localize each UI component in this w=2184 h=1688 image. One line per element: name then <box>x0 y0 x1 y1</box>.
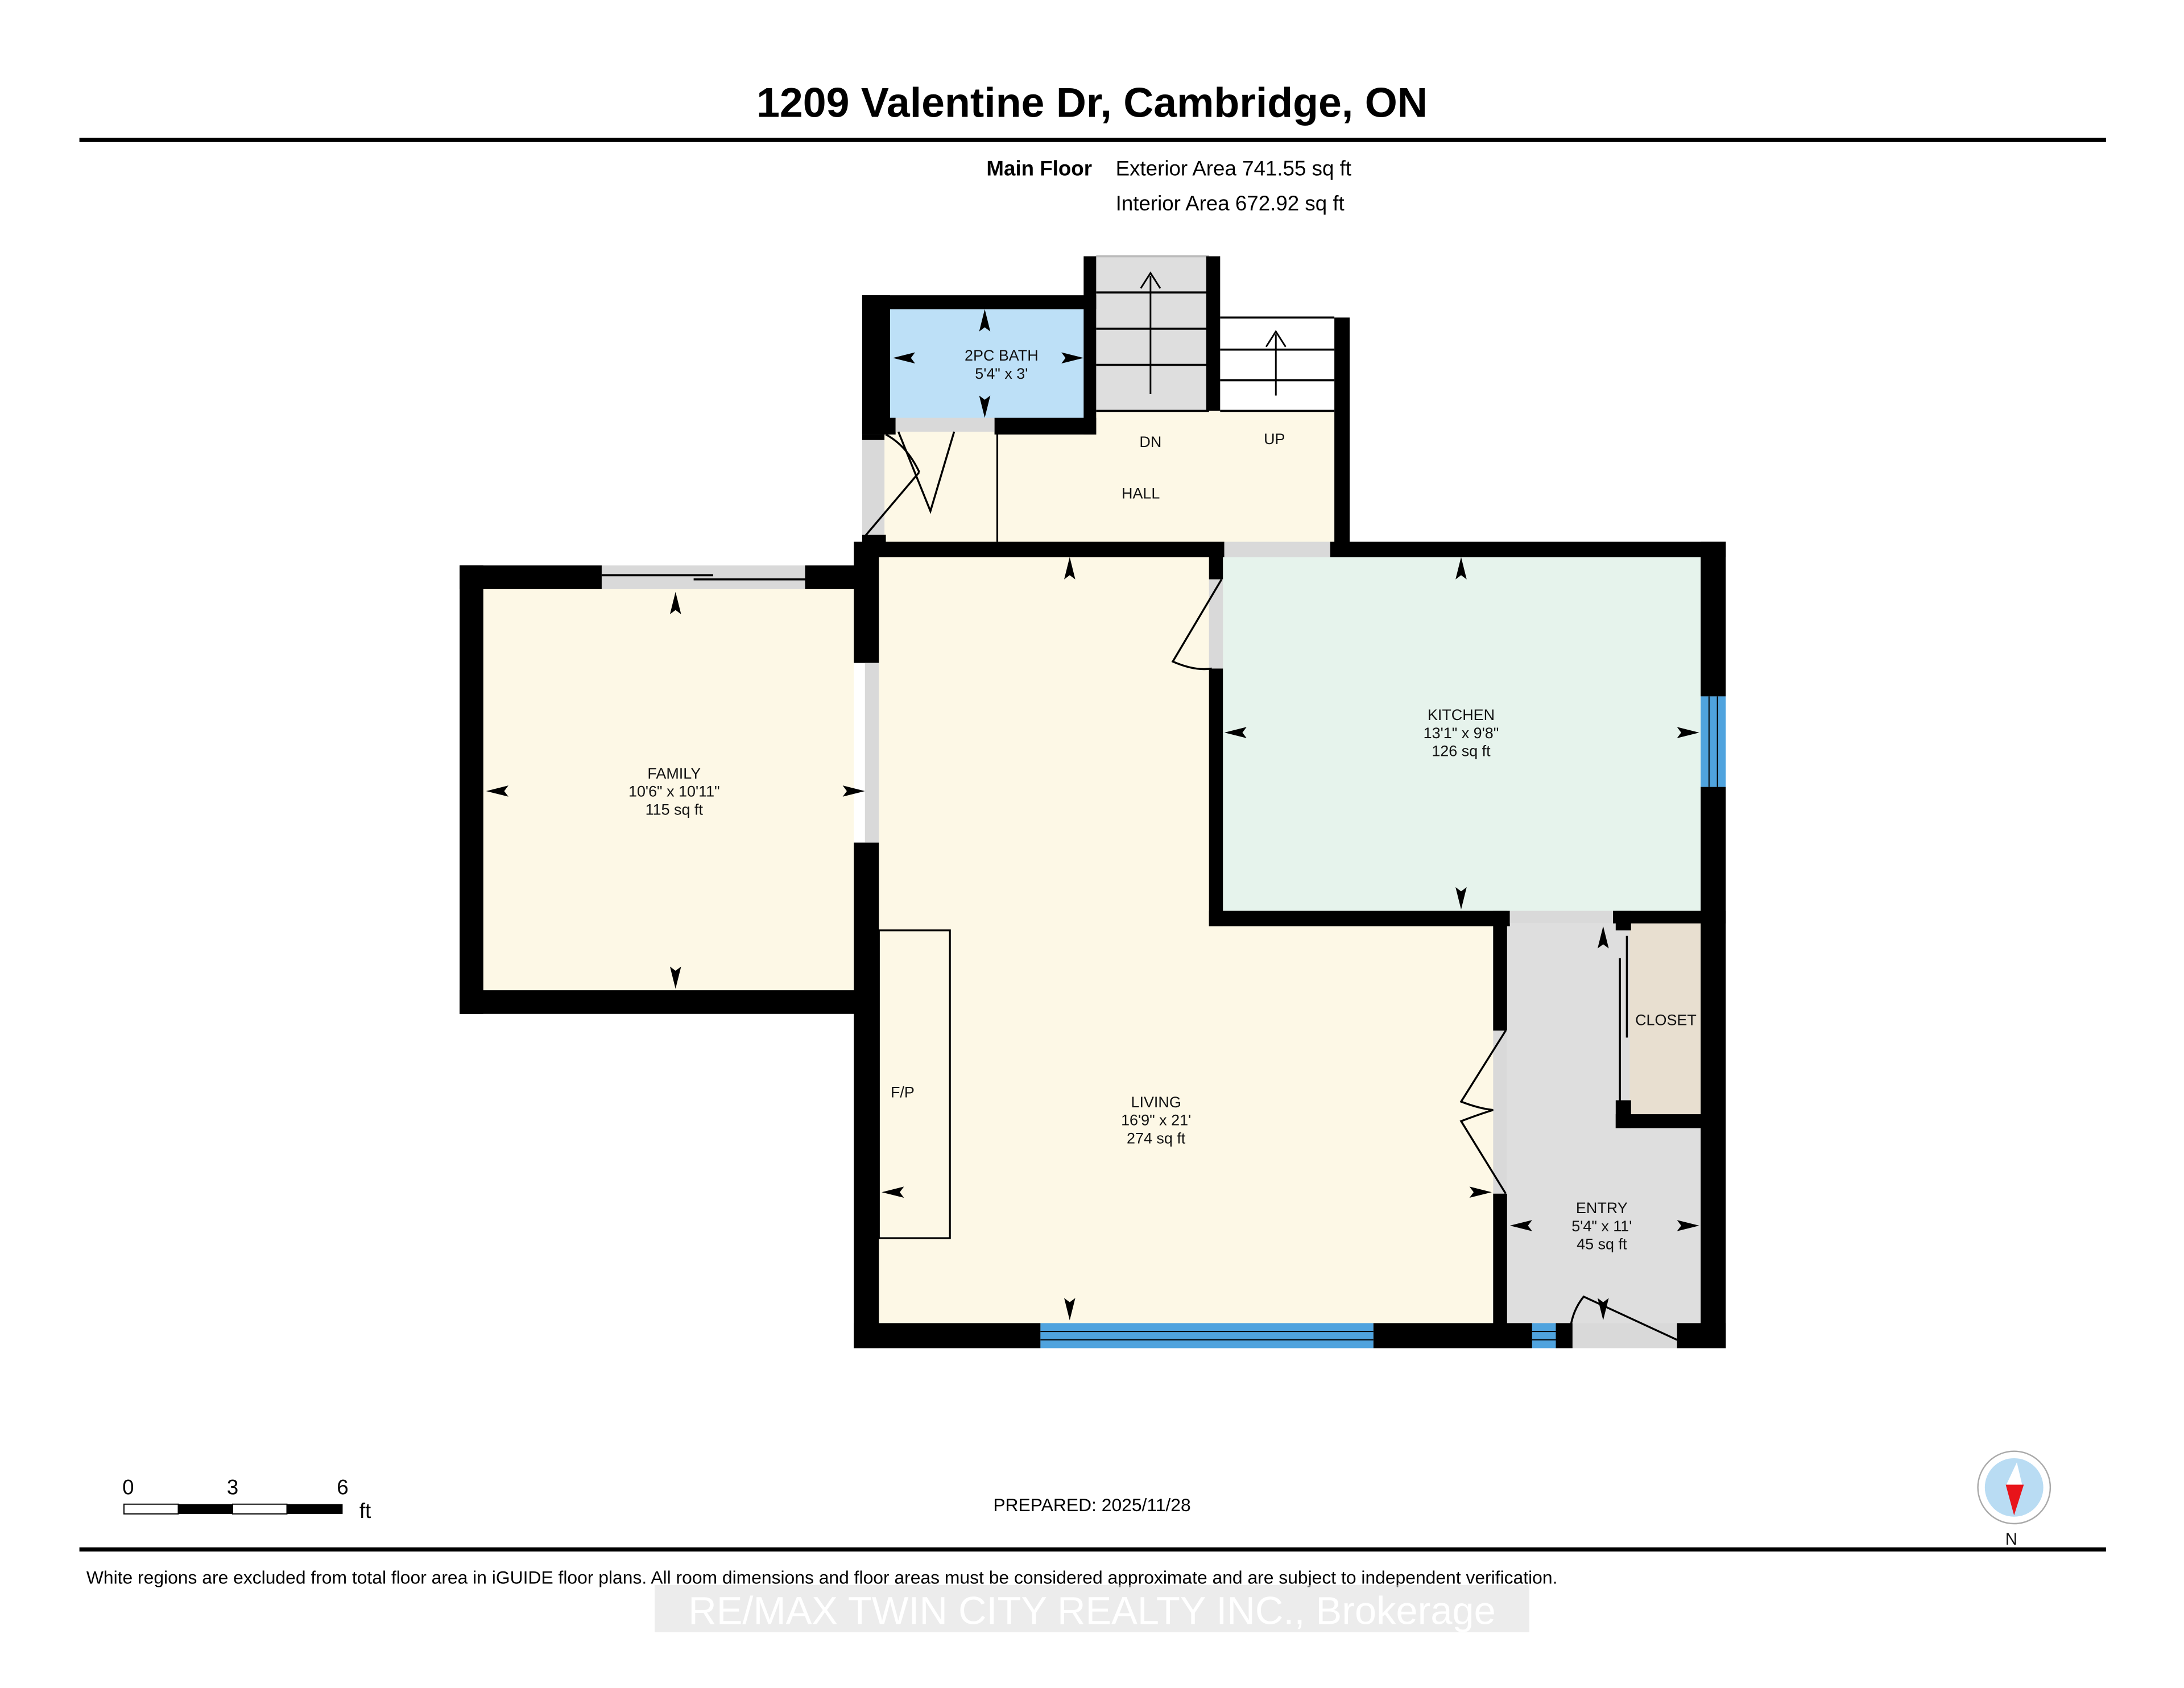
kitchen-top-doorway <box>1224 541 1330 557</box>
closet-name[interactable]: CLOSET <box>1635 1011 1697 1028</box>
interior-area: Interior Area 672.92 sq ft <box>1116 192 1345 215</box>
room-family[interactable]: FAMILY 10'6" x 10'11" 115 sq ft <box>628 765 720 818</box>
kitchen-window <box>1701 696 1726 787</box>
entry-area: 45 sq ft <box>1577 1236 1627 1253</box>
room-kitchen[interactable]: KITCHEN 13'1" x 9'8" 126 sq ft <box>1424 706 1499 760</box>
closet-floor <box>1629 922 1701 1115</box>
room-bath[interactable]: 2PC BATH 5'4" x 3' <box>965 347 1039 382</box>
compass-north-label: N <box>2005 1530 2017 1549</box>
disclaimer: White regions are excluded from total fl… <box>86 1567 1558 1587</box>
family-sliding-door[interactable] <box>601 565 805 589</box>
watermark-text: RE/MAX TWIN CITY REALTY INC., Brokerage <box>688 1588 1496 1632</box>
bath-name: 2PC BATH <box>965 347 1039 364</box>
family-living-opening <box>864 663 879 843</box>
dimension-arrows <box>486 309 1699 1321</box>
fireplace <box>878 929 951 1239</box>
stairs-up-label: UP <box>1264 431 1285 448</box>
fireplace-label: F/P <box>891 1084 915 1101</box>
bath-doorway <box>895 417 995 432</box>
stairs-down[interactable] <box>1096 255 1209 412</box>
stair-down-floor <box>1096 256 1209 411</box>
scale-tick-0: 0 <box>122 1476 134 1499</box>
footer-divider <box>79 1547 2106 1552</box>
kitchen-door-jamb <box>1209 579 1223 669</box>
living-name: LIVING <box>1131 1094 1181 1111</box>
hall-name[interactable]: HALL <box>1122 485 1160 502</box>
door-openings <box>862 417 1677 1348</box>
living-window <box>1040 1323 1374 1348</box>
exterior-area: Exterior Area 741.55 sq ft <box>1116 157 1351 180</box>
front-door-swing <box>1569 1295 1678 1341</box>
family-name: FAMILY <box>647 765 701 782</box>
door-swings[interactable] <box>864 431 1678 1341</box>
floor-plan: 2PC BATH 5'4" x 3' DN UP HALL FAMILY 10'… <box>460 255 1726 1348</box>
family-area: 115 sq ft <box>646 801 704 818</box>
entry-name: ENTRY <box>1576 1199 1628 1217</box>
scale-bar: 0 3 6 ft <box>122 1476 371 1523</box>
floor-label: Main Floor <box>986 157 1092 180</box>
kitchen-door-swing <box>1171 578 1223 671</box>
front-door-opening <box>1572 1323 1677 1348</box>
family-floor <box>483 589 854 992</box>
bath-dims: 5'4" x 3' <box>975 365 1028 382</box>
stair-up-floor <box>1220 317 1336 411</box>
kitchen-floor <box>1223 556 1701 912</box>
bath-door-swing <box>897 431 956 514</box>
living-dims: 16'9" x 21' <box>1121 1112 1191 1129</box>
living-entry-doorway <box>1493 1031 1507 1194</box>
page-title: 1209 Valentine Dr, Cambridge, ON <box>756 79 1428 126</box>
scale-tick-3: 3 <box>227 1476 238 1499</box>
entry-top-doorway <box>1509 911 1613 924</box>
family-dims: 10'6" x 10'11" <box>628 783 720 800</box>
kitchen-dims: 13'1" x 9'8" <box>1424 725 1499 742</box>
kitchen-name: KITCHEN <box>1428 706 1495 723</box>
room-entry[interactable]: ENTRY 5'4" x 11' 45 sq ft <box>1571 1199 1632 1253</box>
room-living[interactable]: LIVING 16'9" x 21' 274 sq ft <box>1121 1094 1191 1147</box>
hall-side-doorway <box>862 440 885 535</box>
scale-unit: ft <box>359 1499 371 1522</box>
living-entry-bifold <box>1459 1030 1507 1194</box>
header-divider <box>79 138 2106 142</box>
compass-icon: N <box>1977 1450 2051 1549</box>
living-area: 274 sq ft <box>1127 1130 1186 1147</box>
prepared-date: PREPARED: 2025/11/28 <box>993 1495 1190 1515</box>
scale-tick-6: 6 <box>337 1476 348 1499</box>
hall-door-swing <box>864 433 920 537</box>
entry-dims: 5'4" x 11' <box>1571 1218 1632 1235</box>
walls <box>460 256 1726 1348</box>
entry-window <box>1532 1323 1556 1348</box>
stairs-down-label: DN <box>1139 433 1161 450</box>
brokerage-watermark: RE/MAX TWIN CITY REALTY INC., Brokerage <box>655 1584 1529 1632</box>
kitchen-area: 126 sq ft <box>1432 743 1491 760</box>
stairs-up[interactable] <box>1220 316 1335 412</box>
windows <box>1040 696 1726 1348</box>
